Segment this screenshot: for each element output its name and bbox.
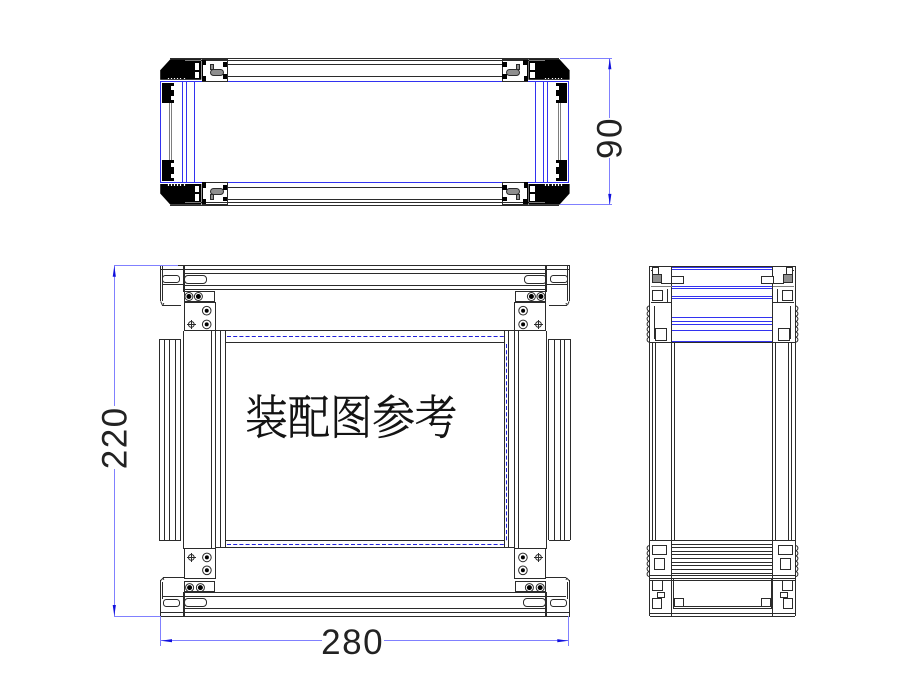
svg-text:220: 220 <box>95 406 134 469</box>
svg-text:280: 280 <box>321 623 384 662</box>
svg-text:90: 90 <box>591 117 630 159</box>
